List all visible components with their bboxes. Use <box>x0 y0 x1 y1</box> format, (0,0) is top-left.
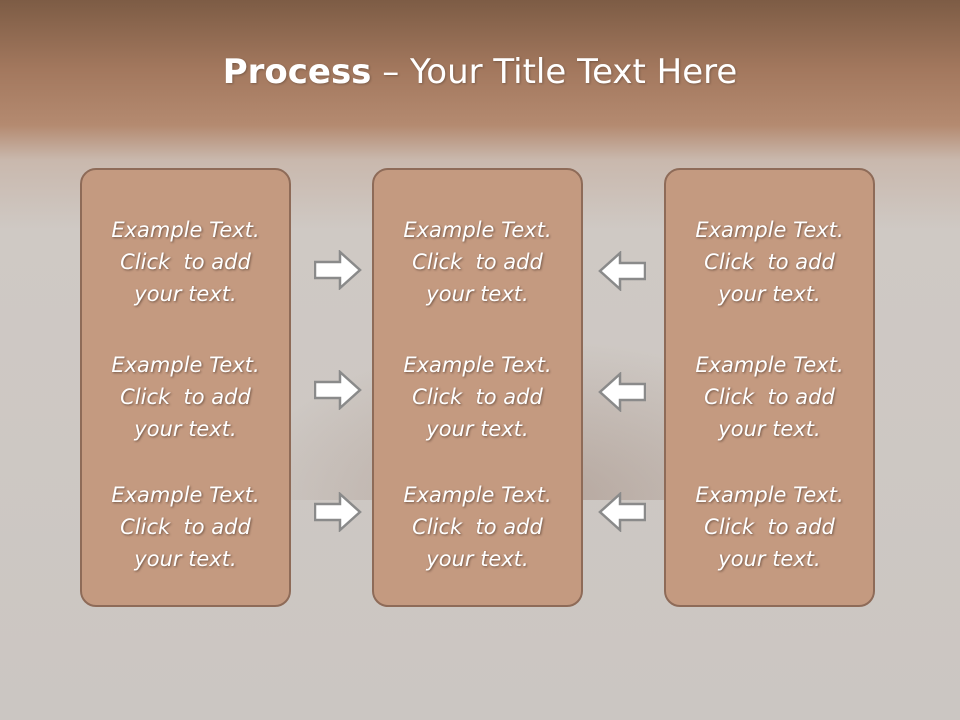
text-line: Example Text. <box>111 483 260 507</box>
text-line: Click to add <box>704 515 835 539</box>
text-line: your text. <box>134 282 237 306</box>
text-line: Example Text. <box>695 483 844 507</box>
title-bold: Process <box>222 52 372 92</box>
process-box-right[interactable]: Example Text. Click to add your text. Ex… <box>664 168 875 607</box>
text-line: Click to add <box>120 515 251 539</box>
text-line: your text. <box>718 547 821 571</box>
text-line: Example Text. <box>111 353 260 377</box>
right-arrow-icon[interactable] <box>314 492 362 532</box>
text-line: your text. <box>718 282 821 306</box>
left-arrow-icon[interactable] <box>598 251 646 291</box>
text-line: your text. <box>134 547 237 571</box>
text-placeholder[interactable]: Example Text. Click to add your text. <box>666 479 873 575</box>
text-line: your text. <box>426 547 529 571</box>
text-line: Click to add <box>412 515 543 539</box>
text-placeholder[interactable]: Example Text. Click to add your text. <box>82 214 289 310</box>
text-line: Click to add <box>120 385 251 409</box>
left-arrow-icon[interactable] <box>598 372 646 412</box>
text-line: Click to add <box>412 385 543 409</box>
text-line: Click to add <box>704 250 835 274</box>
text-line: Example Text. <box>403 353 552 377</box>
right-arrow-icon[interactable] <box>314 370 362 410</box>
right-arrow-icon[interactable] <box>314 250 362 290</box>
text-line: your text. <box>134 417 237 441</box>
text-line: your text. <box>426 282 529 306</box>
text-line: your text. <box>718 417 821 441</box>
slide-title[interactable]: Process – Your Title Text Here <box>0 52 960 92</box>
process-box-middle[interactable]: Example Text. Click to add your text. Ex… <box>372 168 583 607</box>
text-line: Click to add <box>412 250 543 274</box>
text-placeholder[interactable]: Example Text. Click to add your text. <box>374 349 581 445</box>
text-line: your text. <box>426 417 529 441</box>
text-placeholder[interactable]: Example Text. Click to add your text. <box>82 479 289 575</box>
process-box-left[interactable]: Example Text. Click to add your text. Ex… <box>80 168 291 607</box>
text-line: Click to add <box>120 250 251 274</box>
text-placeholder[interactable]: Example Text. Click to add your text. <box>374 479 581 575</box>
left-arrow-icon[interactable] <box>598 492 646 532</box>
text-line: Click to add <box>704 385 835 409</box>
title-rest: – Your Title Text Here <box>371 52 738 92</box>
text-line: Example Text. <box>403 218 552 242</box>
text-line: Example Text. <box>695 353 844 377</box>
text-line: Example Text. <box>403 483 552 507</box>
text-placeholder[interactable]: Example Text. Click to add your text. <box>666 349 873 445</box>
text-line: Example Text. <box>695 218 844 242</box>
text-placeholder[interactable]: Example Text. Click to add your text. <box>82 349 289 445</box>
text-placeholder[interactable]: Example Text. Click to add your text. <box>666 214 873 310</box>
text-line: Example Text. <box>111 218 260 242</box>
text-placeholder[interactable]: Example Text. Click to add your text. <box>374 214 581 310</box>
